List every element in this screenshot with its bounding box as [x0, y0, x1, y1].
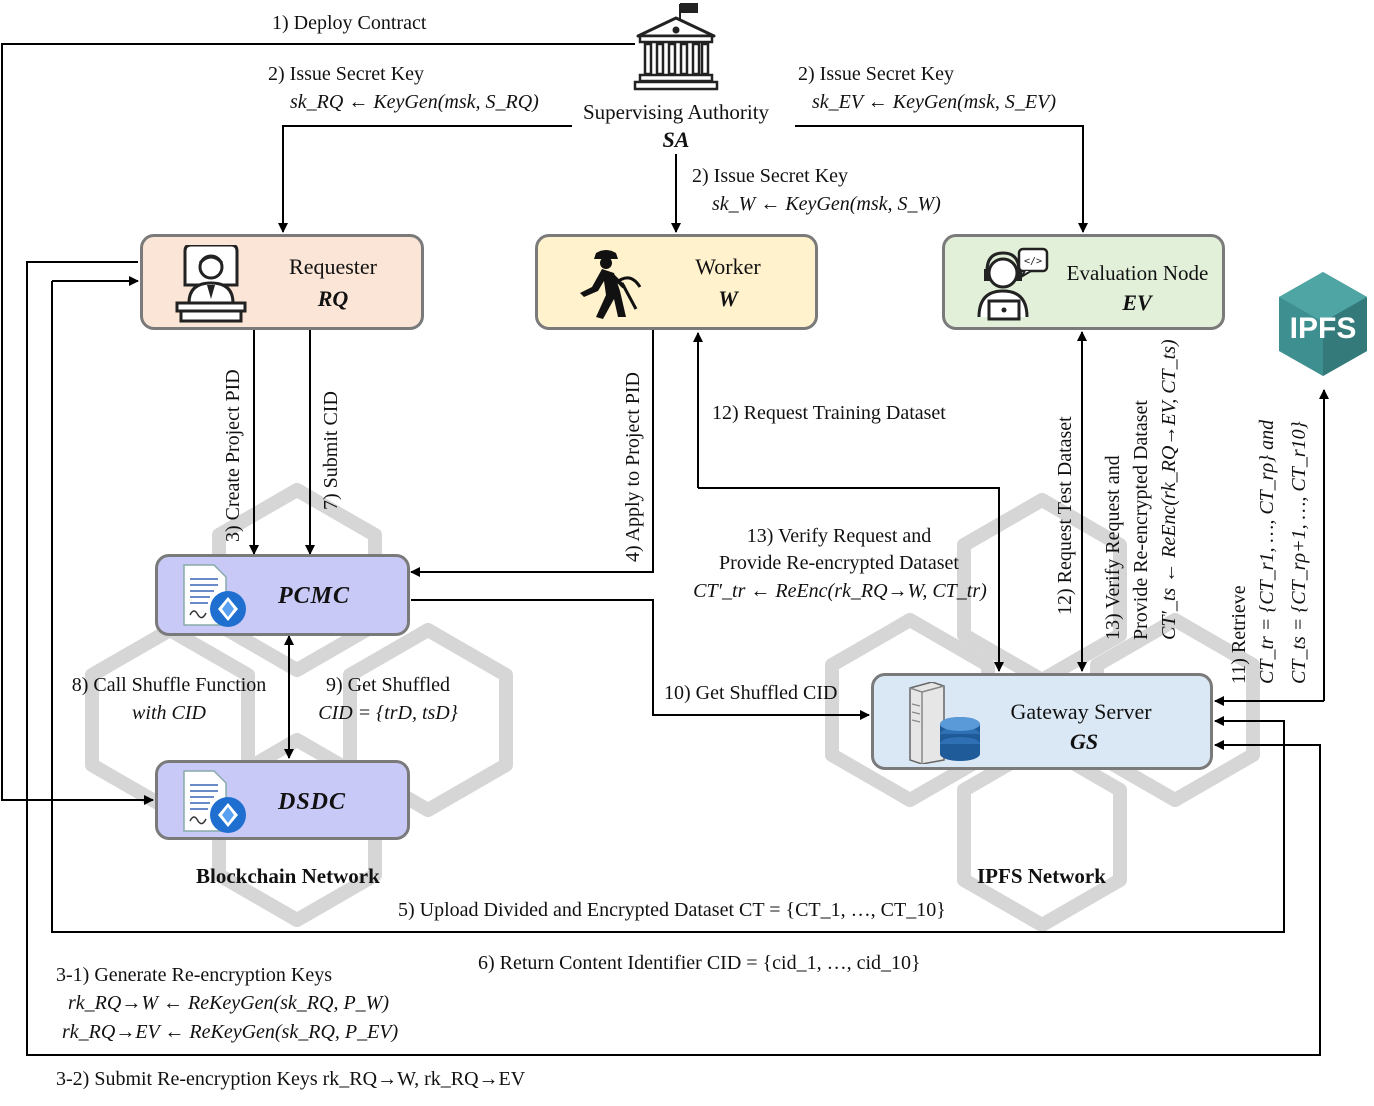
- step-8-line1: 8) Call Shuffle Function: [71, 674, 267, 696]
- step-2-w-formula: sk_W ← KeyGen(msk, S_W): [712, 193, 941, 215]
- step-3-label: 3) Create Project PID: [222, 369, 244, 542]
- ipfs-network-label: IPFS Network: [977, 864, 1106, 888]
- businessman-icon: [175, 245, 247, 323]
- rq-name: Requester: [289, 254, 377, 279]
- pcmc-abbr: PCMC: [278, 583, 351, 609]
- gs-abbr: GS: [1069, 729, 1099, 754]
- step-5-label: 5) Upload Divided and Encrypted Dataset …: [398, 899, 946, 921]
- step-2-ev-formula: sk_EV ← KeyGen(msk, S_EV): [812, 91, 1057, 113]
- step-8-line2: with CID: [132, 702, 206, 724]
- step-13-training-line2: Provide Re-encrypted Dataset: [719, 552, 959, 574]
- w-abbr: W: [718, 286, 738, 311]
- step-11-line3: CT_ts = {CT_rρ+1, …, CT_r10}: [1288, 421, 1310, 684]
- step-3-1-formula-ev: rk_RQ→EV ← ReKeyGen(sk_RQ, P_EV): [62, 1021, 399, 1043]
- step-2-rq-formula: sk_RQ ← KeyGen(msk, S_RQ): [290, 91, 539, 113]
- sa-abbr: SA: [662, 127, 690, 152]
- contract-document-icon: [183, 564, 246, 627]
- step-3-2-label: 3-2) Submit Re-encryption Keys rk_RQ→W, …: [56, 1068, 526, 1090]
- step-11-line1: 11) Retrieve: [1228, 585, 1250, 684]
- miner-icon: [580, 250, 642, 319]
- arrow-deploy-contract: [1, 43, 635, 805]
- ipfs-logo-icon: IPFS: [1279, 272, 1367, 376]
- worker-node: Worker W: [535, 234, 818, 330]
- evaluation-node: </> Evaluation Node EV: [942, 234, 1225, 330]
- arrow-submit-rekeys: [26, 261, 1321, 1056]
- step-12-test-label: 12) Request Test Dataset: [1054, 416, 1076, 615]
- step-9-line1: 9) Get Shuffled: [325, 674, 451, 696]
- w-name: Worker: [695, 254, 761, 279]
- step-13-training-line1: 13) Verify Request and: [746, 525, 932, 547]
- step-9-line2: CID = {trD, tsD}: [318, 702, 458, 724]
- step-13-training-formula: CT′_tr ← ReEnc(rk_RQ→W, CT_tr): [693, 580, 987, 602]
- step-6-label: 6) Return Content Identifier CID = {cid_…: [478, 952, 921, 974]
- arrow-issue-key-ev: [795, 125, 1088, 233]
- blockchain-cube: [343, 623, 513, 817]
- step-2-ev-label: 2) Issue Secret Key: [798, 63, 955, 85]
- gs-name: Gateway Server: [1010, 699, 1152, 724]
- step-3-1-title: 3-1) Generate Re-encryption Keys: [56, 964, 332, 986]
- ipfs-cube: [1090, 613, 1260, 807]
- gateway-server-node: Gateway Server GS: [871, 673, 1213, 770]
- arrow-request-training: [698, 487, 1004, 672]
- bank-icon: [633, 3, 719, 91]
- contract-document-icon: [183, 770, 246, 833]
- step-3-1-formula-w: rk_RQ→W ← ReKeyGen(sk_RQ, P_W): [68, 992, 390, 1014]
- step-4-label: 4) Apply to Project PID: [622, 372, 644, 562]
- dsdc-abbr: DSDC: [278, 789, 347, 815]
- ipfs-cube: [957, 738, 1127, 932]
- step-2-rq-label: 2) Issue Secret Key: [268, 63, 425, 85]
- svg-text:</>: </>: [1024, 256, 1042, 267]
- arrow-apply-project: [410, 330, 654, 577]
- step-13-test-formula: CT′_ts ← ReEnc(rk_RQ→EV, CT_ts): [1158, 339, 1180, 640]
- step-13-test-line2: Provide Re-encrypted Dataset: [1130, 400, 1152, 640]
- arrow-get-shuffled: [411, 599, 870, 720]
- step-11-line2: CT_tr = {CT_r1, …, CT_rρ} and: [1256, 419, 1278, 684]
- arrow-issue-key-rq: [278, 125, 572, 233]
- pcmc-contract: PCMC: [155, 554, 410, 636]
- ev-name: Evaluation Node: [1066, 261, 1209, 285]
- ipfs-logo-text: IPFS: [1290, 312, 1357, 345]
- arrow-upload-dataset: [51, 281, 1285, 933]
- requester-node: Requester RQ: [140, 234, 424, 330]
- step-1-label: 1) Deploy Contract: [272, 12, 427, 34]
- dsdc-contract: DSDC: [155, 760, 410, 840]
- blockchain-network-label: Blockchain Network: [196, 864, 380, 888]
- step-7-label: 7) Submit CID: [320, 391, 342, 510]
- ev-abbr: EV: [1122, 290, 1152, 315]
- step-2-w-label: 2) Issue Secret Key: [692, 165, 849, 187]
- rq-abbr: RQ: [317, 286, 349, 311]
- server-database-icon: [909, 682, 980, 764]
- developer-icon: </>: [977, 247, 1049, 321]
- step-10-label: 10) Get Shuffled CID: [664, 682, 838, 704]
- blockchain-cube: [212, 483, 382, 677]
- step-12-training-label: 12) Request Training Dataset: [712, 402, 946, 424]
- step-13-test-line1: 13) Verify Request and: [1102, 455, 1124, 640]
- ipfs-cube: [825, 613, 995, 807]
- sa-name: Supervising Authority: [582, 100, 770, 124]
